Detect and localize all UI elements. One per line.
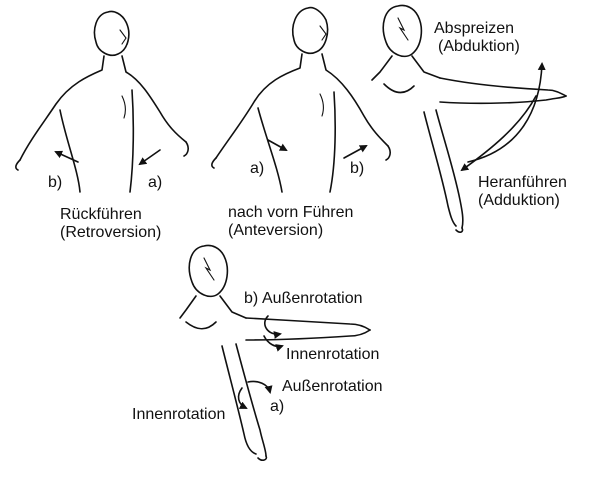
retro-mark-b: b) — [48, 174, 63, 191]
retro-mark-a: a) — [148, 174, 163, 191]
arrow-rotation-a-inner — [237, 387, 248, 409]
arrow-retro-a — [138, 149, 161, 166]
arrow-rotation-b-outer — [264, 315, 282, 339]
figure-abduction — [371, 4, 567, 233]
abduction-label-line1: Abspreizen — [434, 20, 515, 37]
arrow-ante-b — [343, 145, 368, 159]
rotation-a-outer-label: Außenrotation — [282, 378, 383, 395]
figure-anteversion — [211, 6, 391, 193]
ante-caption-line2: (Anteversion) — [228, 222, 324, 239]
rotation-b-outer-label: Außenrotation — [262, 290, 363, 307]
abduction-label-line2: (Abduktion) — [438, 38, 520, 55]
rotation-mark-a: a) — [270, 398, 285, 415]
retro-caption-line2: (Retroversion) — [60, 224, 162, 241]
ante-mark-a: a) — [250, 160, 265, 177]
ante-caption-line1: nach vorn Führen — [228, 204, 354, 221]
figure-rotation — [179, 244, 371, 461]
arrow-retro-b — [54, 150, 79, 163]
rotation-b-inner-label: Innenrotation — [286, 346, 380, 363]
ante-mark-b: b) — [350, 160, 365, 177]
adduction-label-line1: Heranführen — [478, 174, 567, 191]
rotation-a-inner-label: Innenrotation — [132, 406, 226, 423]
arrow-rotation-b-inner — [263, 335, 284, 352]
adduction-label-line2: (Adduktion) — [478, 192, 560, 209]
arrow-abduction — [467, 62, 546, 163]
arrow-adduction — [460, 95, 537, 172]
rotation-mark-b: b) — [244, 290, 259, 307]
arrow-rotation-a-outer — [247, 380, 273, 394]
retro-caption-line1: Rückführen — [60, 206, 142, 223]
figure-retroversion — [15, 10, 189, 193]
arrow-ante-a — [267, 139, 288, 151]
